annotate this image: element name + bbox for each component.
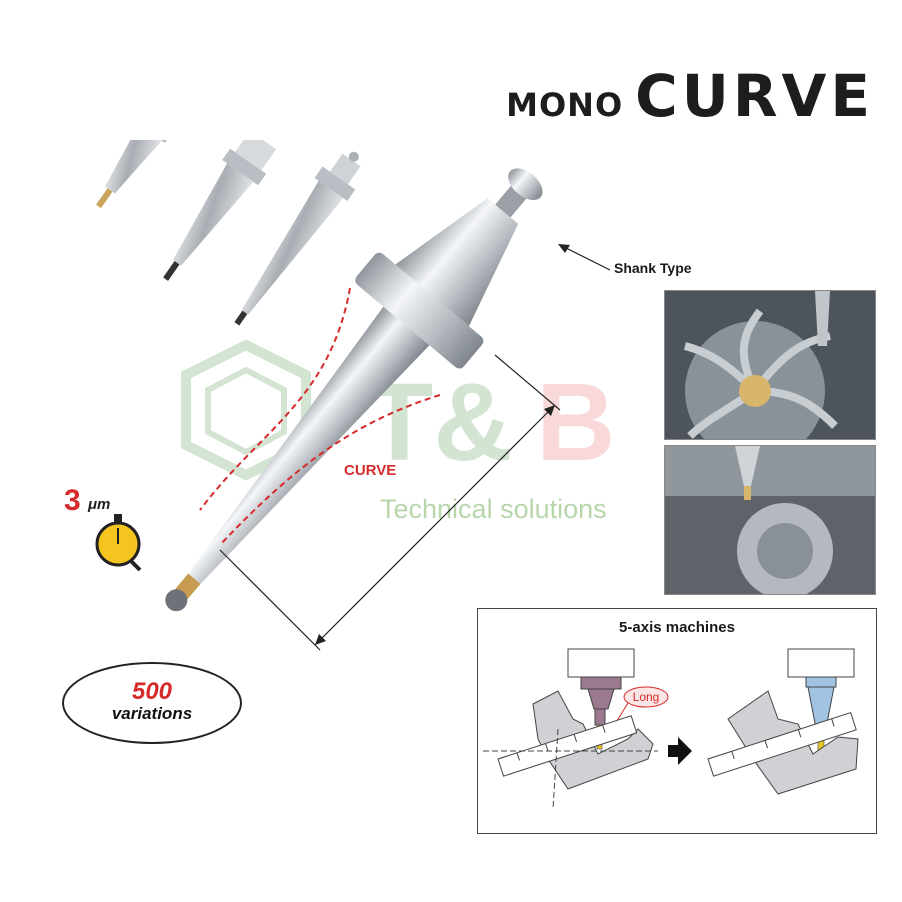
variations-count: 500: [131, 678, 173, 705]
variations-badge: 500 variations: [62, 662, 242, 744]
machining-photo-impeller: [664, 290, 876, 440]
precision-unit: μm: [88, 496, 111, 513]
long-callout-text: Long: [633, 690, 660, 704]
diagram-title: 5-axis machines: [619, 619, 735, 636]
precision-indicator: 3 μm: [64, 484, 154, 574]
main-tool-illustration: [165, 168, 611, 651]
watermark-tagline: Technical solutions: [380, 494, 607, 524]
five-axis-diagram: 5-axis machines Long: [477, 608, 877, 834]
dial-gauge-icon: [95, 514, 142, 572]
page-title: MONO CURVE: [506, 62, 874, 130]
small-holders-illustration: [96, 140, 361, 326]
variations-text: variations: [111, 704, 193, 723]
curve-label: CURVE: [344, 462, 397, 479]
machining-photo-5axis: [664, 445, 876, 595]
title-big: CURVE: [635, 62, 874, 130]
title-small: MONO: [506, 86, 624, 124]
precision-value: 3: [64, 484, 81, 517]
shank-type-label: Shank Type: [614, 260, 692, 276]
arrow-right-icon: [668, 737, 692, 765]
